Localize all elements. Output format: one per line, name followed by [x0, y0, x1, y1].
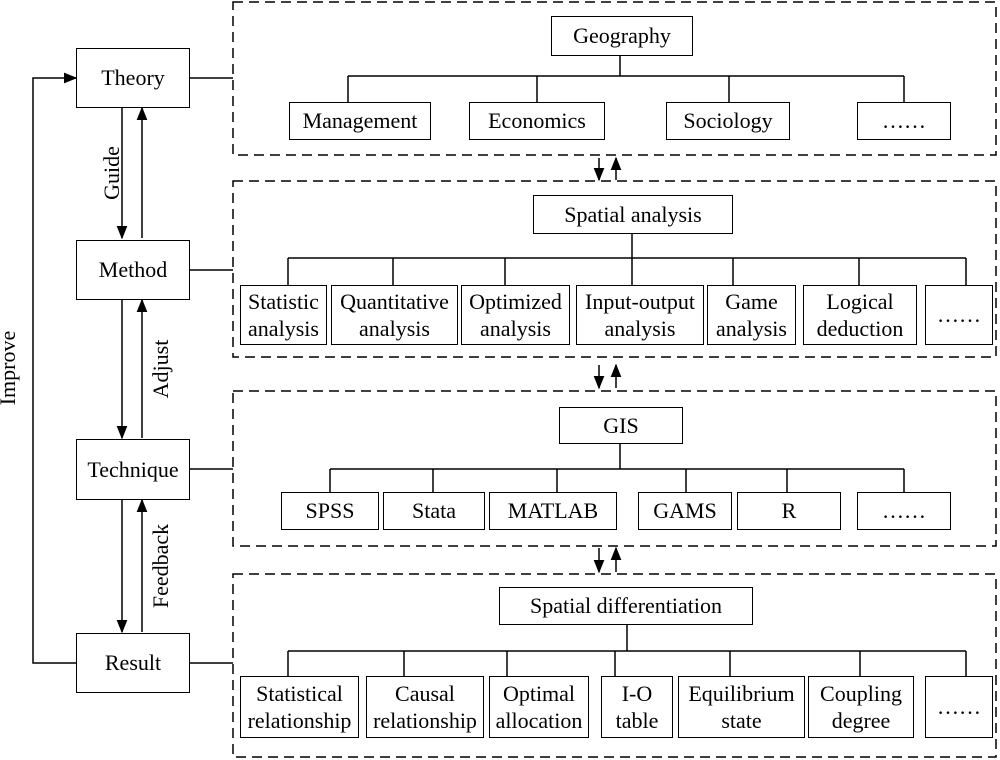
node-statistic-analysis: Statistic analysis [240, 285, 327, 345]
node-ellipsis-theory: …… [857, 102, 951, 140]
node-ellipsis-technique: …… [857, 492, 951, 530]
node-game-analysis: Game analysis [707, 285, 796, 345]
improve-label: Improve [0, 330, 20, 406]
panel-method [232, 180, 997, 358]
node-logical-deduction: Logical deduction [803, 285, 917, 345]
panel-result [232, 573, 997, 758]
guide-label: Guide [99, 146, 124, 200]
root-spatial-differentiation: Spatial differentiation [499, 587, 753, 625]
adjust-label: Adjust [148, 339, 173, 399]
node-gams: GAMS [638, 492, 732, 530]
node-r: R [737, 492, 841, 530]
tree-lines-result [287, 625, 967, 676]
panel-technique [232, 390, 997, 547]
node-ellipsis-method: …… [925, 285, 993, 345]
node-optimal-allocation: Optimal allocation [489, 676, 589, 738]
node-management: Management [289, 102, 431, 140]
result-box: Result [76, 633, 190, 693]
root-spatial-analysis: Spatial analysis [533, 195, 733, 234]
node-quantitative-analysis: Quantitative analysis [331, 285, 458, 345]
method-box: Method [76, 240, 190, 300]
node-statistical-relationship: Statistical relationship [240, 676, 359, 738]
node-causal-relationship: Causal relationship [366, 676, 484, 738]
node-input-output-analysis: Input-output analysis [576, 285, 704, 345]
node-ellipsis-result: …… [925, 676, 993, 738]
tree-lines-theory [347, 56, 905, 102]
tree-lines-technique [329, 444, 905, 492]
tree-lines-method [287, 234, 967, 285]
root-geography: Geography [551, 16, 693, 56]
node-sociology: Sociology [666, 102, 790, 140]
technique-box: Technique [76, 439, 190, 500]
theory-box: Theory [76, 48, 190, 108]
feedback-label: Feedback [148, 523, 173, 609]
node-spss: SPSS [281, 492, 379, 530]
root-gis: GIS [559, 407, 683, 444]
improve-loop-arrow [32, 72, 78, 664]
node-matlab: MATLAB [489, 492, 617, 530]
panel-theory [232, 1, 997, 156]
node-stata: Stata [383, 492, 485, 530]
node-economics: Economics [469, 102, 605, 140]
node-equilibrium-state: Equilibrium state [678, 676, 805, 738]
node-io-table: I-O table [601, 676, 673, 738]
node-optimized-analysis: Optimized analysis [461, 285, 570, 345]
node-coupling-degree: Coupling degree [808, 676, 914, 738]
